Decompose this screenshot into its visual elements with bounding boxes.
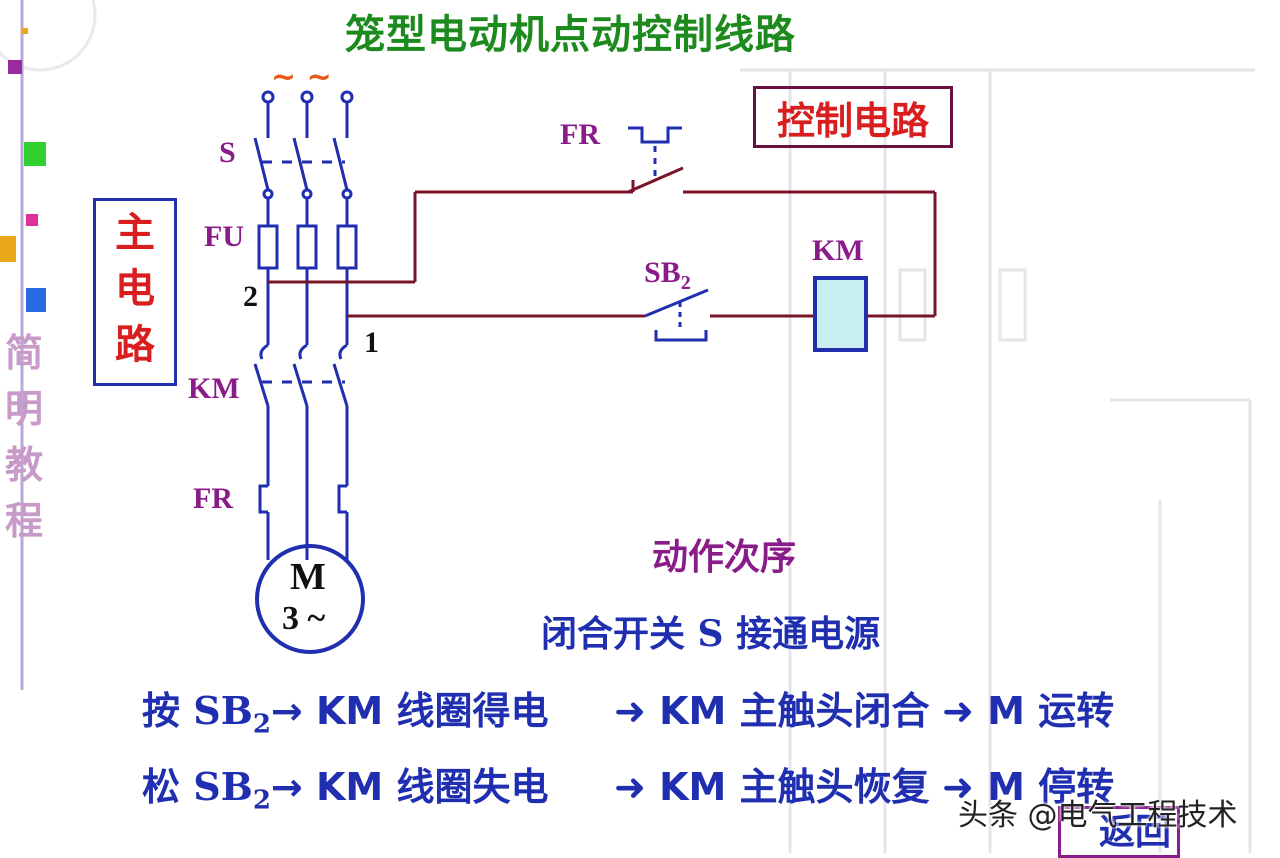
contactor-main-label: KM (188, 372, 240, 405)
main-circuit-wires (253, 90, 365, 654)
sb2-pushbutton (644, 288, 709, 342)
node-2-label: 2 (243, 280, 258, 313)
motor-label: M (290, 556, 326, 598)
deco-square-blue (26, 288, 46, 312)
sequence-press-row: 按 SB2→ KM 线圈得电 ➜ KM 主触头闭合 ➜ M 运转 (142, 688, 1115, 740)
sequence-heading: 动作次序 (652, 536, 797, 578)
deco-square-green (24, 142, 46, 166)
main-circuit-label: 主电路 (93, 198, 177, 386)
pushbutton-label: SB2 (644, 256, 691, 294)
km-coil (813, 276, 868, 352)
background-ghost-lines (0, 0, 1255, 853)
watermark: 头条 @电气工程技术 (958, 798, 1238, 833)
fr-nc-contact (627, 126, 684, 194)
sidebar-vertical-label: 简明教程 (4, 330, 43, 543)
switch-label: S (219, 136, 236, 169)
thermal-relay-main-label: FR (193, 482, 233, 515)
deco-dot-orange (22, 28, 28, 34)
coil-label: KM (812, 234, 864, 267)
control-circuit-label: 控制电路 (753, 86, 953, 148)
deco-square-orange (0, 236, 16, 262)
node-1-label: 1 (364, 326, 379, 359)
motor-spec: 3 ~ (282, 600, 326, 637)
thermal-relay-control-label: FR (560, 118, 600, 151)
sequence-step-0: 闭合开关 S 接通电源 (541, 613, 881, 655)
control-circuit-wires (268, 190, 937, 318)
deco-square-purple (8, 60, 22, 74)
fuse-label: FU (204, 220, 244, 253)
sequence-release-row: 松 SB2→ KM 线圈失电 ➜ KM 主触头恢复 ➜ M 停转 (142, 764, 1115, 816)
page-title: 笼型电动机点动控制线路 (345, 11, 796, 58)
deco-square-pink (26, 214, 38, 226)
supply-symbol: ~ ~ (271, 60, 332, 95)
